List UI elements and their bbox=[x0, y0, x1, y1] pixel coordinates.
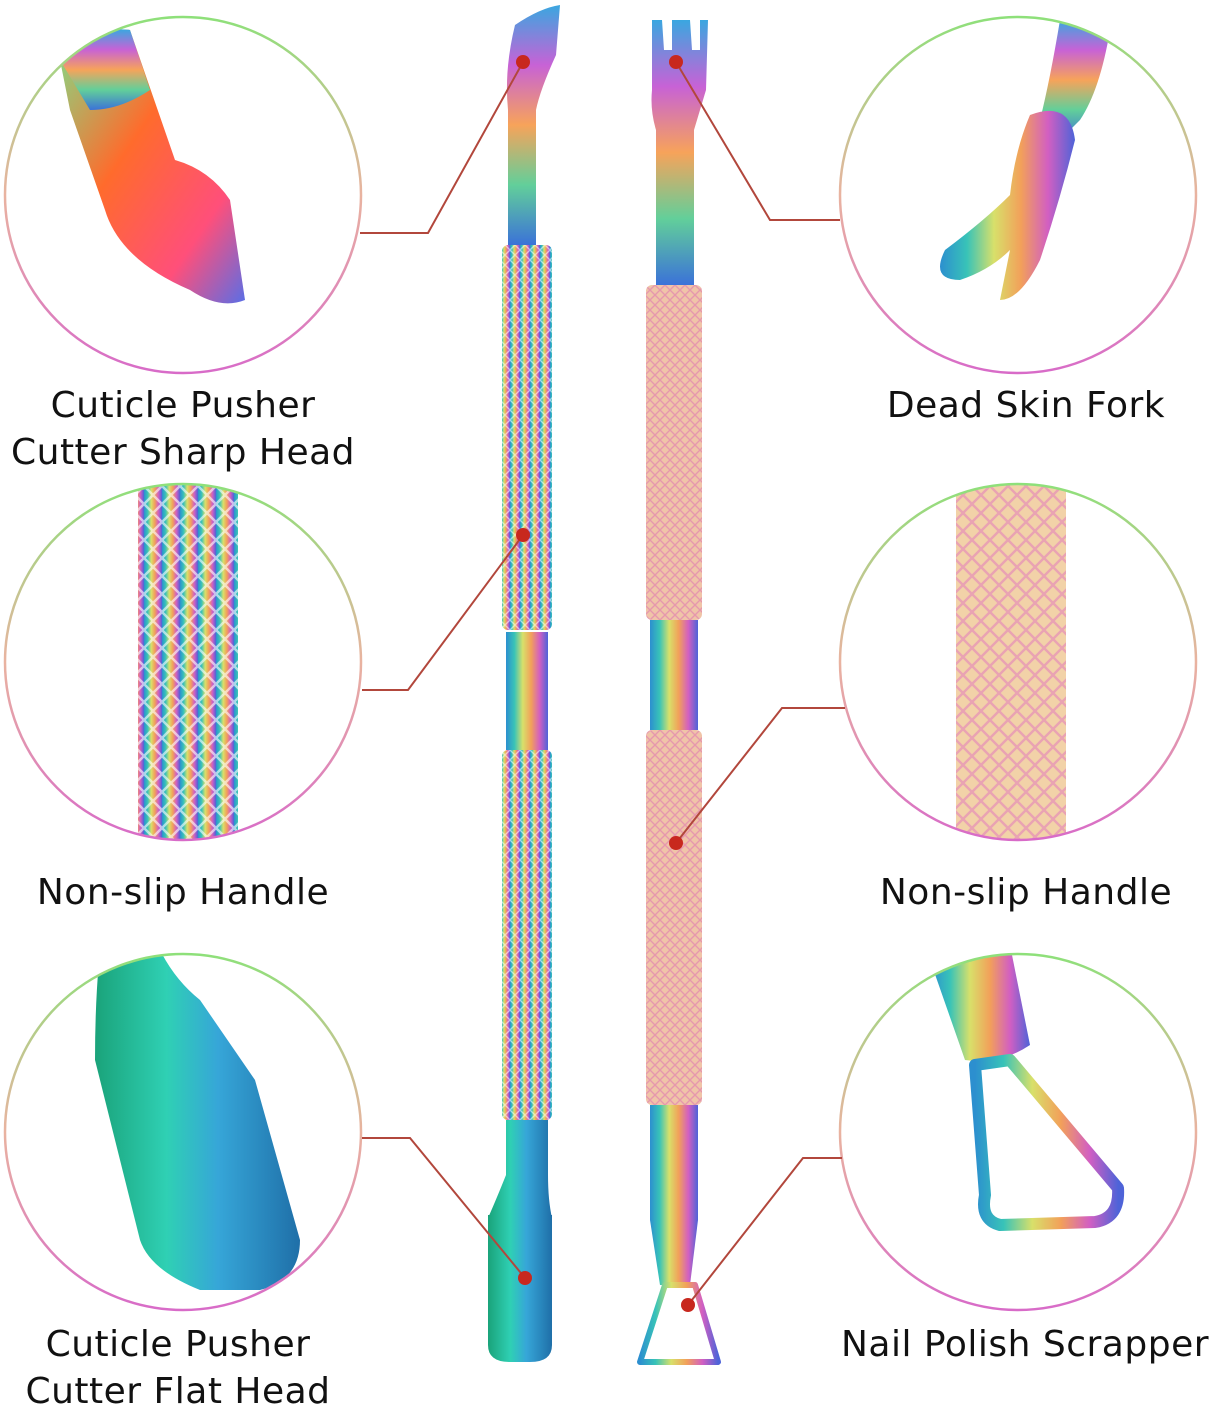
callout-line-scrapper bbox=[687, 1157, 842, 1306]
label-handle-left-line-1: Non-slip Handle bbox=[36, 872, 330, 913]
label-sharp-head: Cuticle Pusher Cutter Sharp Head bbox=[0, 382, 366, 476]
label-handle-right-line-1: Non-slip Handle bbox=[879, 872, 1173, 913]
right-tool bbox=[637, 20, 721, 1365]
detail-circle-sharp-head bbox=[3, 15, 363, 375]
label-sharp-head-line-2: Cutter Sharp Head bbox=[10, 432, 356, 473]
label-sharp-head-line-1: Cuticle Pusher bbox=[50, 385, 316, 426]
label-scrapper-line-1: Nail Polish Scrapper bbox=[840, 1324, 1210, 1365]
callout-dot-handle-right bbox=[669, 836, 683, 850]
callout-line-handle-left bbox=[362, 534, 524, 691]
callout-line-sharp-head bbox=[360, 61, 524, 234]
label-scrapper: Nail Polish Scrapper bbox=[835, 1321, 1215, 1368]
label-flat-head-line-2: Cutter Flat Head bbox=[25, 1371, 331, 1412]
label-handle-left: Non-slip Handle bbox=[0, 869, 366, 916]
callout-line-handle-right bbox=[675, 707, 845, 844]
detail-circle-scrapper bbox=[838, 952, 1198, 1312]
detail-circle-fork bbox=[838, 15, 1198, 375]
callout-line-flat-head bbox=[362, 1137, 526, 1279]
callout-dot-scrapper bbox=[681, 1298, 695, 1312]
callout-dot-handle-left bbox=[516, 528, 530, 542]
label-fork-line-1: Dead Skin Fork bbox=[886, 385, 1166, 426]
left-tool bbox=[488, 5, 560, 1362]
label-fork: Dead Skin Fork bbox=[838, 382, 1214, 429]
callout-dots bbox=[516, 55, 695, 1312]
detail-circle-flat-head bbox=[3, 952, 363, 1312]
callout-lines bbox=[360, 61, 845, 1306]
callout-line-fork bbox=[675, 61, 840, 221]
callout-dot-flat-head bbox=[518, 1271, 532, 1285]
callout-dot-fork bbox=[669, 55, 683, 69]
label-handle-right: Non-slip Handle bbox=[838, 869, 1214, 916]
detail-circle-handle-right bbox=[838, 482, 1198, 842]
detail-circle-handle-left bbox=[3, 482, 363, 842]
callout-dot-sharp-head bbox=[516, 55, 530, 69]
label-flat-head: Cuticle Pusher Cutter Flat Head bbox=[0, 1321, 356, 1415]
label-flat-head-line-1: Cuticle Pusher bbox=[45, 1324, 311, 1365]
